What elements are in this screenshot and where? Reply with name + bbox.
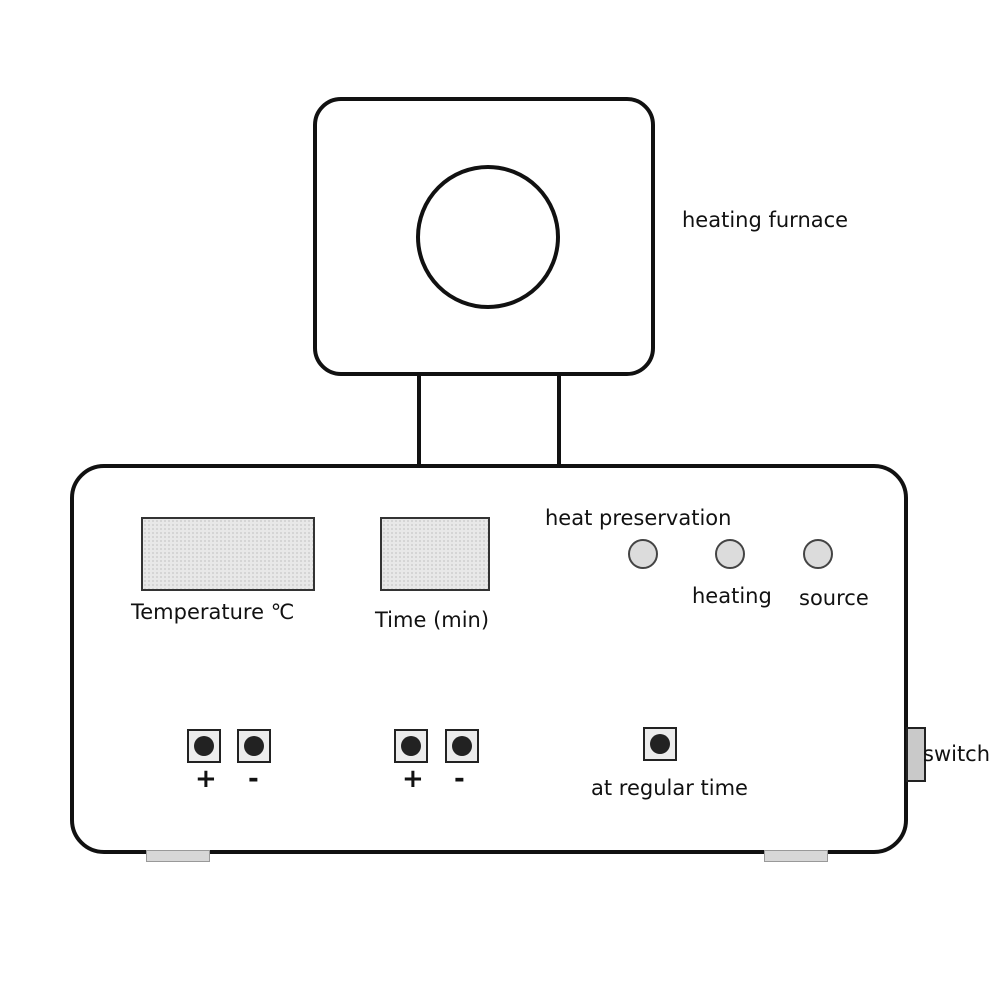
regular-time-label: at regular time [591,776,748,800]
source-label: source [799,586,869,610]
heat-preservation-indicator-lamp [628,539,658,569]
right-foot [764,850,828,862]
heat-preservation-label: heat preservation [545,506,732,530]
temperature-display-label: Temperature ℃ [131,600,295,624]
temperature-plus-sign: + [195,764,217,794]
power-switch[interactable] [906,727,926,782]
source-indicator-lamp [803,539,833,569]
time-plus-sign: + [402,764,424,794]
temperature-display [141,517,315,591]
time-increase-button[interactable] [394,729,428,763]
left-foot [146,850,210,862]
heating-label: heating [692,584,772,608]
furnace-support-column [417,376,561,468]
temperature-minus-sign: - [248,764,259,794]
regular-time-button[interactable] [643,727,677,761]
time-display [380,517,490,591]
time-decrease-button[interactable] [445,729,479,763]
switch-label: switch [923,742,991,766]
time-minus-sign: - [454,764,465,794]
furnace-chamber-opening [416,165,560,309]
heating-furnace-label: heating furnace [682,208,849,232]
time-display-label: Time (min) [375,608,490,632]
temperature-decrease-button[interactable] [237,729,271,763]
temperature-increase-button[interactable] [187,729,221,763]
heating-indicator-lamp [715,539,745,569]
